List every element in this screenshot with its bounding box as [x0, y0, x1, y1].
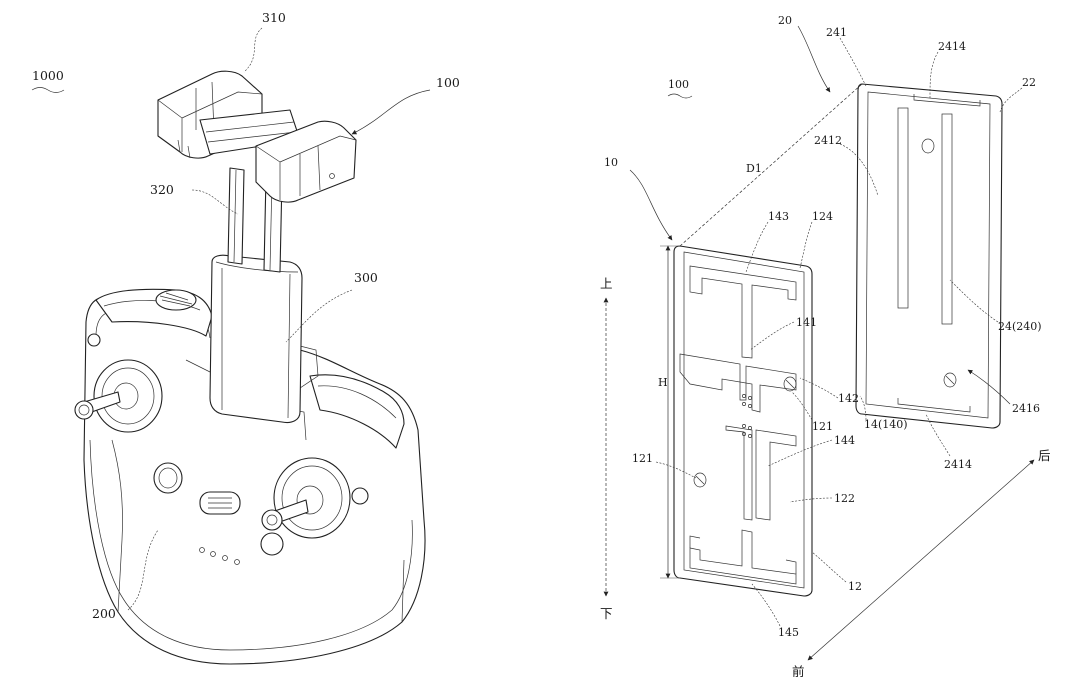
label-feed-line: 141 [796, 316, 817, 329]
label-hole-a: 121 [812, 420, 833, 433]
leader-10 [629, 169, 673, 241]
label-assembly: 1000 [32, 68, 64, 83]
right-figure: 100 [600, 14, 1051, 679]
leader-24-240 [949, 279, 999, 323]
leader-144 [767, 439, 833, 467]
leader-20 [797, 25, 831, 93]
leader-122 [789, 497, 833, 503]
leader-2414-bottom [925, 413, 951, 457]
label-sleeve: 300 [354, 270, 378, 285]
label-back-strip-top: 2414 [938, 40, 966, 53]
controller-body [74, 288, 426, 665]
label-back-slot: 2412 [814, 134, 842, 147]
label-front-board-edge: 124 [812, 210, 833, 223]
module-underline [667, 93, 693, 99]
leader-2416 [967, 369, 1011, 405]
label-back-antenna: 24(240) [998, 320, 1042, 333]
leader-2412 [839, 143, 879, 197]
leader-142 [799, 377, 839, 399]
label-up: 上 [600, 276, 613, 291]
leader-2414-top [929, 51, 939, 99]
label-front-board-group: 10 [604, 156, 618, 169]
leader-310 [243, 27, 263, 73]
label-controller: 200 [92, 606, 116, 621]
leader-12 [811, 551, 847, 583]
leader-141 [749, 321, 795, 351]
label-antenna-module: 100 [668, 78, 689, 91]
label-back-board-group: 20 [778, 14, 792, 27]
label-back-board: 22 [1022, 76, 1036, 89]
label-feed-point: 142 [838, 392, 859, 405]
label-front-board: 12 [848, 580, 862, 593]
label-hole-b: 121 [632, 452, 653, 465]
label-back: 后 [1038, 448, 1051, 463]
label-back-strip-bottom: 2414 [944, 458, 972, 471]
front-back-axis [807, 459, 1035, 661]
label-holder: 100 [436, 75, 460, 90]
leader-121b [655, 461, 697, 479]
front-board [673, 245, 813, 597]
label-clamp: 310 [262, 10, 286, 25]
label-down: 下 [600, 606, 613, 621]
label-height: H [658, 376, 668, 389]
leader-143 [745, 221, 769, 273]
phone-clamp [157, 70, 357, 203]
left-figure: 1000 [31, 10, 460, 665]
leader-100 [351, 89, 431, 135]
label-top-arm: 143 [768, 210, 789, 223]
leader-241 [839, 37, 867, 87]
label-rod: 320 [150, 182, 174, 197]
label-bottom-arm: 145 [778, 626, 799, 639]
label-front-board-face: 122 [834, 492, 855, 505]
label-front: 前 [792, 664, 805, 679]
leader-121a [791, 391, 813, 421]
leader-320 [191, 189, 239, 215]
leader-22 [999, 87, 1023, 113]
label-lower-arm: 144 [834, 434, 855, 447]
label-back-hole: 2416 [1012, 402, 1040, 415]
distance-line [679, 83, 863, 247]
leader-145 [751, 583, 781, 627]
back-board [855, 83, 1003, 429]
label-distance: D1 [746, 162, 762, 175]
sleeve [209, 254, 303, 424]
label-back-edge: 241 [826, 26, 847, 39]
leader-124 [799, 221, 813, 269]
label-antenna-front: 14(140) [864, 418, 908, 431]
leader-200 [127, 529, 159, 611]
assembly-underline [31, 87, 65, 93]
